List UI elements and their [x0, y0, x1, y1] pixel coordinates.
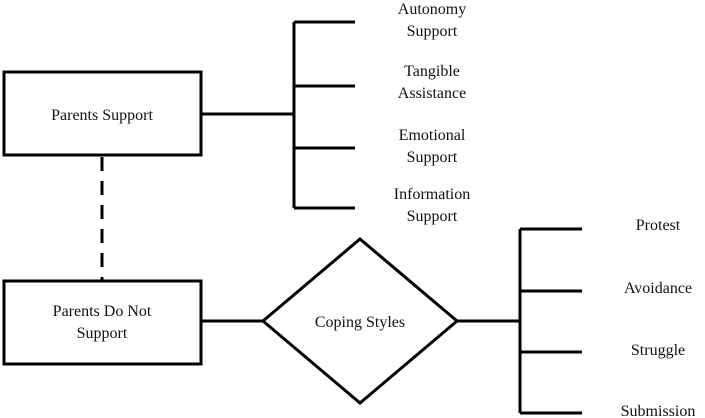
support-type-label: Assistance [398, 85, 466, 102]
coping-bracket [457, 227, 582, 415]
parents-support-label: Parents Support [51, 107, 153, 124]
support-type-label: Tangible [404, 63, 460, 80]
parents-support-node: Parents Support [2, 70, 203, 157]
support-type-label: Support [407, 149, 458, 166]
coping-styles-node: Coping Styles [260, 237, 460, 405]
parents-support-box [2, 70, 203, 157]
coping-type-label: Struggle [631, 342, 685, 359]
coping-type-label: Submission [621, 403, 696, 418]
support-type-label: Support [407, 23, 458, 40]
parents-do-not-support-label-line2: Support [77, 325, 128, 342]
parents-do-not-support-label-line1: Parents Do Not [53, 303, 152, 320]
support-types: Autonomy Support Tangible Assistance Emo… [394, 1, 470, 225]
coping-type-label: Protest [636, 217, 681, 234]
support-type-label: Emotional [399, 127, 466, 144]
support-type-label: Support [407, 208, 458, 225]
coping-type-label: Avoidance [624, 280, 692, 297]
support-bracket [201, 20, 355, 210]
coping-styles-label: Coping Styles [315, 314, 405, 331]
parents-do-not-support-node: Parents Do Not Support [2, 279, 203, 366]
parents-do-not-support-box [2, 279, 203, 366]
support-type-label: Autonomy [398, 1, 466, 18]
coping-styles-diamond [260, 237, 460, 405]
support-type-label: Information [394, 186, 470, 203]
coping-types: Protest Avoidance Struggle Submission [621, 217, 696, 418]
